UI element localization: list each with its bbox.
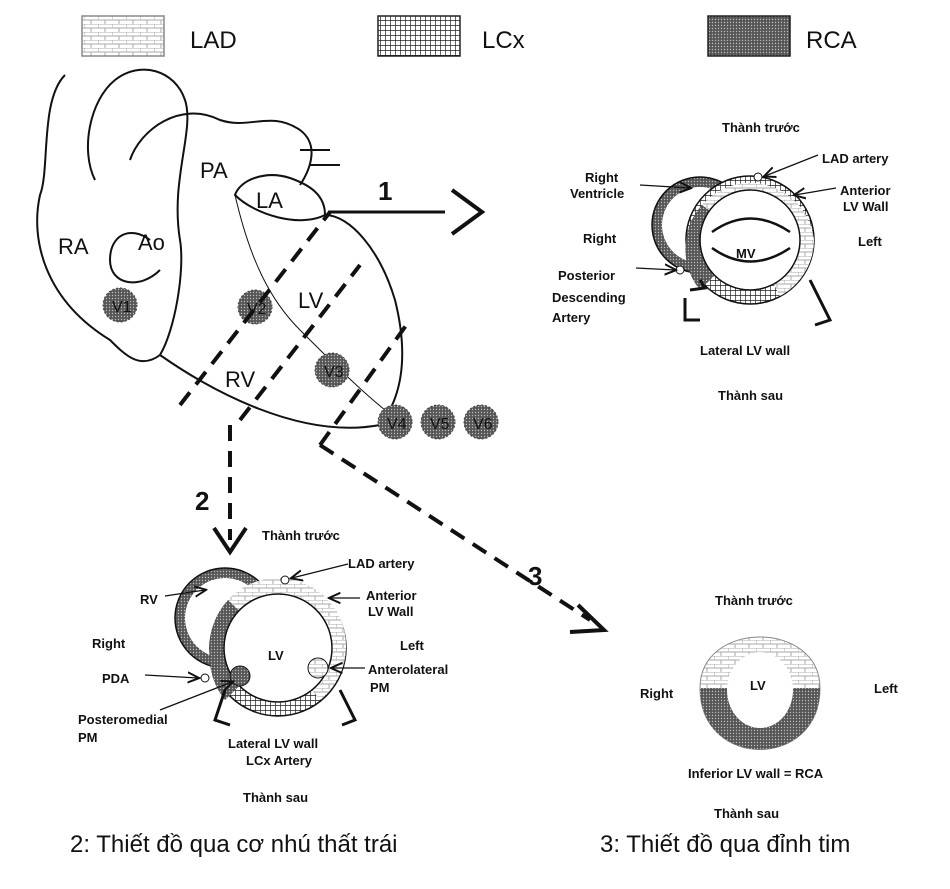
s1-pda-line3: Artery (552, 310, 591, 325)
s1-rv-line2: Ventricle (570, 186, 624, 201)
lead-v1-marker (102, 287, 138, 323)
legend-rca-swatch (707, 15, 791, 57)
s2-rv: RV (140, 592, 158, 607)
s1-rv-line1: Right (585, 170, 619, 185)
arrow-3-label: 3 (528, 561, 542, 591)
label-ra: RA (58, 234, 89, 259)
lead-v4-marker (377, 404, 413, 440)
lead-v3: V3 (324, 364, 344, 381)
s2-posteromedial-pm-line2: PM (78, 730, 98, 745)
s1-pda-line2: Descending (552, 290, 626, 305)
s1-pda-line1: Posterior (558, 268, 615, 283)
arrow-3: 3 (318, 443, 609, 634)
arrow-2-label: 2 (195, 486, 209, 516)
s2-lv: LV (268, 648, 284, 663)
s2-lcx: LCx Artery (246, 753, 313, 768)
legend-rca-label: RCA (806, 27, 857, 54)
s1-mv: MV (736, 246, 756, 261)
s1-lad-artery: LAD artery (822, 151, 889, 166)
s1-posterior: Thành sau (718, 388, 783, 403)
lead-v3-marker (314, 352, 350, 388)
s2-caption: 2: Thiết đồ qua cơ nhú thất trái (70, 831, 398, 858)
s3-posterior: Thành sau (714, 806, 779, 821)
lead-v6-marker (463, 404, 499, 440)
section-lines (178, 210, 412, 447)
arrow-1: 1 (328, 176, 486, 236)
section-3 (699, 636, 821, 750)
s1-anterior-wall-line2: LV Wall (843, 199, 889, 214)
s2-posterior: Thành sau (243, 790, 308, 805)
label-pa: PA (200, 158, 228, 183)
lead-v4: V4 (387, 416, 407, 433)
s1-right: Right (583, 231, 617, 246)
s1-anterior-wall-line1: Anterior (840, 183, 891, 198)
s3-right: Right (640, 686, 674, 701)
legend-lcx-label: LCx (482, 27, 525, 54)
s3-anterior: Thành trước (715, 593, 793, 608)
s2-anterior-wall-line1: Anterior (366, 588, 417, 603)
legend-lcx-swatch (377, 15, 461, 57)
heart-outline (36, 68, 404, 429)
s3-inferior: Inferior LV wall = RCA (688, 766, 824, 781)
s2-anterior-wall-line2: LV Wall (368, 604, 414, 619)
arrow-1-label: 1 (378, 176, 392, 206)
s2-pda: PDA (102, 671, 130, 686)
s1-anterior: Thành trước (722, 120, 800, 135)
label-la: LA (256, 188, 283, 213)
lead-v5-marker (420, 404, 456, 440)
section-1 (635, 154, 837, 327)
s1-lateral: Lateral LV wall (700, 343, 790, 358)
arrow-2: 2 (195, 425, 248, 556)
s2-lad-artery: LAD artery (348, 556, 415, 571)
legend: LAD LCx RCA (81, 15, 857, 57)
s3-left: Left (874, 681, 899, 696)
legend-lad-label: LAD (190, 27, 237, 54)
s2-anterior: Thành trước (262, 528, 340, 543)
s2-anterolateral-pm-line1: Anterolateral (368, 662, 448, 677)
s3-lv: LV (750, 678, 766, 693)
label-rv: RV (225, 367, 255, 392)
label-ao: Ao (138, 230, 165, 255)
legend-lad-swatch (81, 15, 165, 57)
lead-v5: V5 (430, 416, 450, 433)
lead-v1: V1 (112, 299, 132, 316)
s2-right: Right (92, 636, 126, 651)
s2-posteromedial-pm-line1: Posteromedial (78, 712, 168, 727)
s2-anterolateral-pm-line2: PM (370, 680, 390, 695)
s3-caption: 3: Thiết đồ qua đỉnh tim (600, 831, 850, 858)
s2-left: Left (400, 638, 425, 653)
label-lv: LV (298, 288, 324, 313)
lead-v6: V6 (473, 416, 493, 433)
s1-left: Left (858, 234, 883, 249)
section-2 (144, 563, 365, 727)
s2-lateral: Lateral LV wall (228, 736, 318, 751)
